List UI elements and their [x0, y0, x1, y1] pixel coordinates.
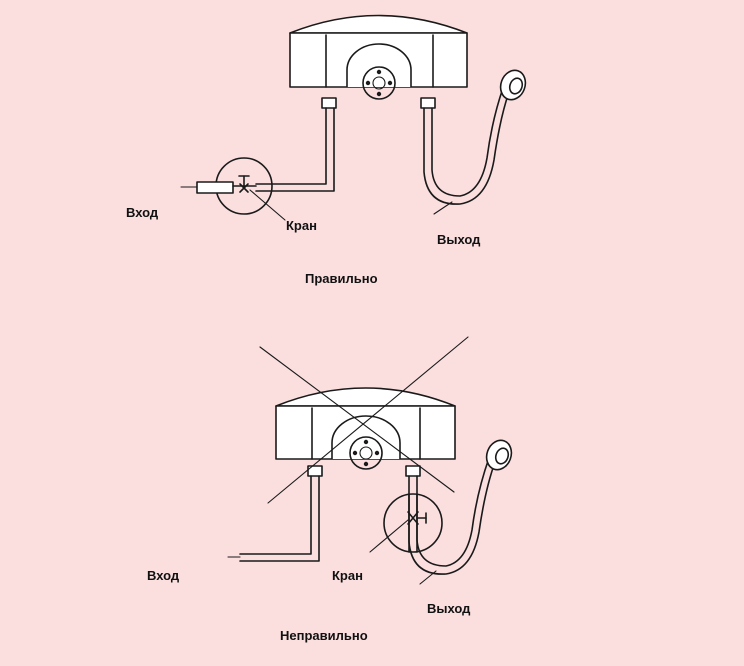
- outlet-leader-line: [419, 570, 437, 585]
- cross-out-mark: [259, 336, 469, 504]
- water-heater-correct: [289, 14, 468, 109]
- shower-hose-correct: [423, 69, 527, 205]
- valve-label-incorrect: Кран: [332, 568, 363, 583]
- valve-leader-line: [249, 189, 286, 221]
- control-knob-icon: [349, 436, 383, 470]
- inlet-label-correct: Вход: [126, 205, 159, 220]
- valve-leader-line: [369, 519, 409, 553]
- shower-head-icon: [485, 439, 513, 471]
- outlet-leader-line: [433, 201, 453, 215]
- correct-installation: [180, 14, 527, 221]
- control-knob-icon: [362, 66, 396, 100]
- inlet-label-incorrect: Вход: [147, 568, 180, 583]
- outlet-label-correct: Выход: [437, 232, 481, 247]
- outlet-label-incorrect: Выход: [427, 601, 471, 616]
- caption-incorrect: Неправильно: [280, 628, 368, 643]
- valve-detail-incorrect: [383, 493, 443, 553]
- inlet-pipe: [255, 107, 335, 192]
- inlet-pipe-incorrect: [239, 475, 320, 562]
- water-heater-incorrect: [275, 387, 456, 477]
- shower-head-icon: [499, 69, 527, 101]
- shower-hose-incorrect: [408, 439, 513, 575]
- valve-icon: [238, 175, 250, 193]
- caption-correct: Правильно: [305, 271, 378, 286]
- incorrect-installation: [227, 336, 513, 585]
- valve-label-correct: Кран: [286, 218, 317, 233]
- valve-icon: [407, 511, 427, 525]
- valve-detail-correct: [180, 157, 273, 215]
